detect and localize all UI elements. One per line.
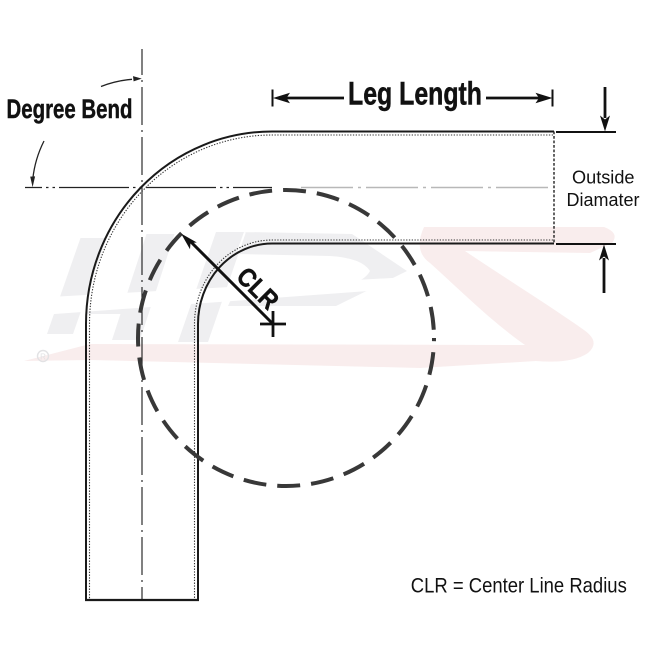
svg-text:R: R <box>40 353 46 362</box>
svg-text:CLR = Center Line Radius: CLR = Center Line Radius <box>411 575 627 598</box>
svg-text:Diamater: Diamater <box>567 189 640 210</box>
svg-text:Leg Length: Leg Length <box>348 76 482 112</box>
svg-text:Outside: Outside <box>572 166 635 187</box>
svg-text:Degree Bend: Degree Bend <box>7 94 133 124</box>
